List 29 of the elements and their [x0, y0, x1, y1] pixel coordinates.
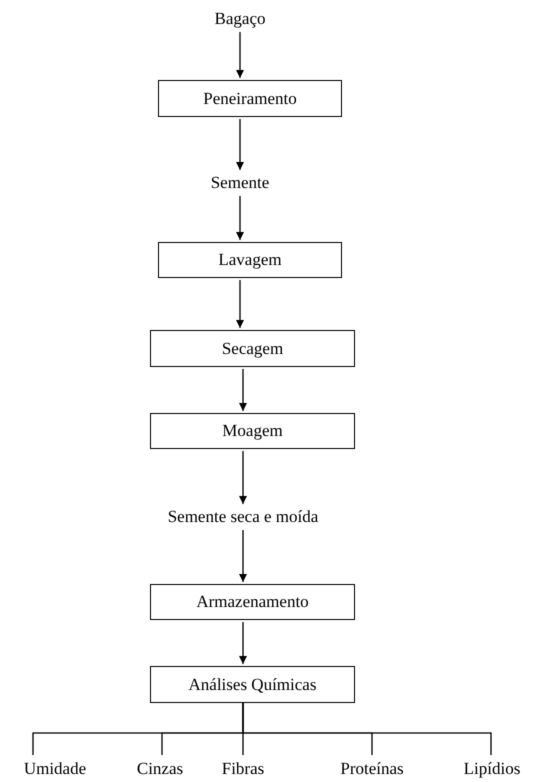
arrow — [239, 369, 247, 411]
arrow — [236, 32, 244, 78]
arrow — [236, 196, 244, 240]
process-box — [150, 584, 355, 620]
connector-line — [242, 703, 492, 755]
step-label: Secagem — [222, 338, 284, 358]
step-label: Moagem — [222, 421, 283, 441]
material-label: Semente seca e moída — [168, 506, 318, 528]
step-label: Análises Químicas — [188, 674, 316, 694]
process-box — [158, 80, 342, 117]
arrow — [239, 622, 247, 664]
analysis-label: Umidade — [24, 758, 86, 780]
arrow — [236, 280, 244, 328]
material-label: Semente — [210, 172, 270, 194]
analysis-label: Proteínas — [340, 758, 404, 780]
arrow — [236, 119, 244, 170]
analysis-label: Cinzas — [136, 758, 184, 780]
process-box — [150, 330, 355, 367]
step-label: Armazenamento — [196, 592, 309, 612]
step-label: Peneiramento — [203, 88, 297, 108]
analysis-label: Lipídios — [464, 758, 520, 780]
process-box — [150, 413, 355, 449]
material-label: Bagaço — [214, 8, 266, 30]
process-box — [158, 242, 342, 278]
arrow — [239, 451, 247, 504]
analysis-label: Fibras — [222, 758, 264, 780]
process-box — [150, 666, 355, 703]
arrow — [239, 530, 247, 582]
step-label: Lavagem — [218, 250, 282, 270]
